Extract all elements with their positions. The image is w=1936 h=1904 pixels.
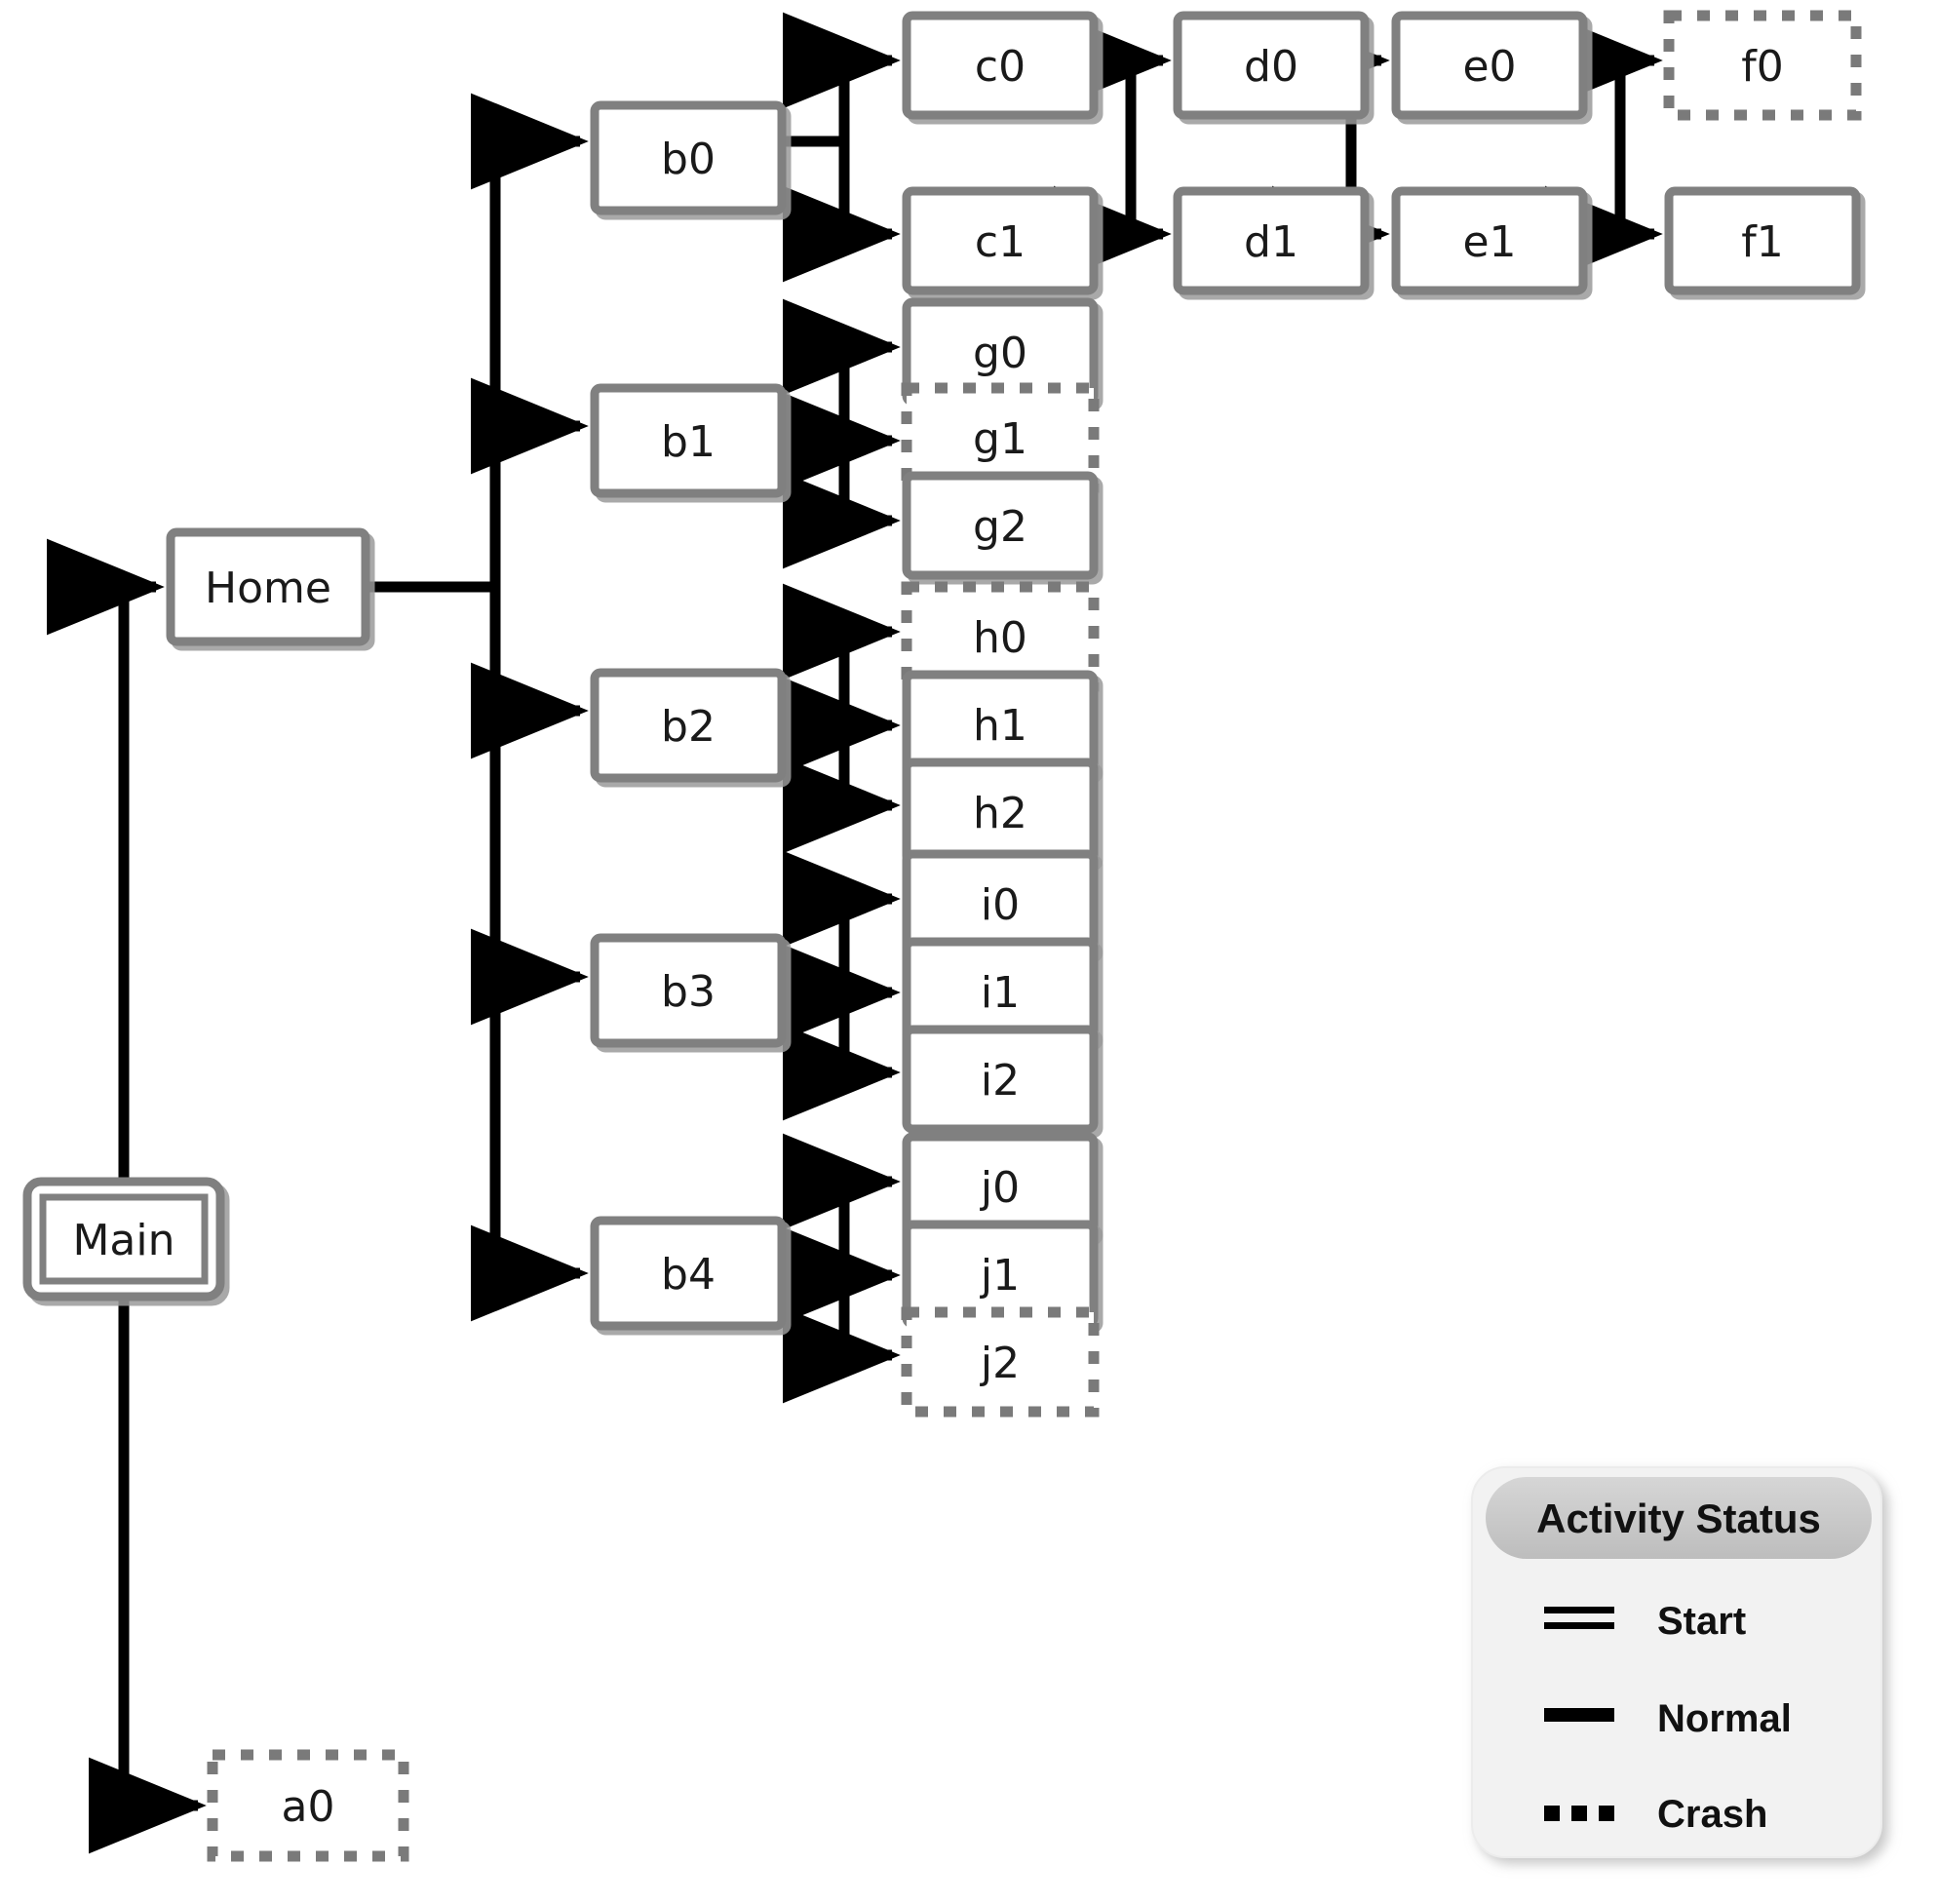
node-layer: Main a0 Home b0 b1 b2 b3 b4 c0 c1 d0 d1 e0 e1 f0 f1 g0 g1… [22, 10, 1862, 1862]
node-label: a0 [282, 1782, 335, 1832]
legend-header-pill [1486, 1477, 1872, 1559]
legend-glyph-crash [1544, 1806, 1614, 1821]
node-h2[interactable]: h2 [902, 758, 1099, 867]
node-label: j0 [980, 1163, 1020, 1213]
node-label: d0 [1244, 42, 1298, 92]
node-label: e1 [1462, 217, 1516, 267]
node-g0[interactable]: g0 [902, 297, 1099, 407]
node-b1[interactable]: b1 [590, 383, 787, 498]
node-label: f1 [1741, 217, 1783, 267]
node-label: Home [205, 563, 331, 613]
node-c0[interactable]: c0 [902, 11, 1099, 120]
node-label: i1 [981, 968, 1020, 1018]
node-label: h2 [973, 789, 1027, 838]
node-shape [902, 1025, 1099, 1134]
node-shape [1391, 186, 1588, 295]
node-e0[interactable]: e0 [1391, 11, 1588, 120]
edge-main-home [46, 538, 165, 1182]
node-h1[interactable]: h1 [902, 670, 1099, 779]
node-label: c1 [975, 217, 1026, 267]
node-shape-inner [39, 1193, 209, 1285]
node-shape [590, 100, 787, 215]
node-label: j2 [980, 1339, 1020, 1388]
node-d1[interactable]: d1 [1173, 186, 1370, 295]
node-label: i2 [981, 1056, 1020, 1106]
node-shape [1173, 11, 1370, 120]
node-label: b0 [661, 135, 716, 184]
legend-label-normal: Normal [1657, 1697, 1792, 1740]
node-h0[interactable]: h0 [901, 581, 1100, 692]
node-shape [1173, 186, 1370, 295]
node-label: g0 [973, 329, 1027, 378]
node-i2[interactable]: i2 [902, 1025, 1099, 1134]
node-c1[interactable]: c1 [902, 186, 1099, 295]
node-shape-crash [207, 1749, 409, 1862]
node-label: c0 [975, 42, 1026, 92]
node-shape [590, 1216, 787, 1331]
node-label: b3 [661, 967, 716, 1017]
node-shape [590, 668, 787, 783]
node-label: b4 [661, 1250, 716, 1300]
node-label: f0 [1741, 42, 1783, 92]
edge-layer [46, 12, 1663, 1854]
node-shape [166, 527, 370, 646]
node-label: g2 [973, 502, 1027, 552]
node-main[interactable]: Main [22, 1177, 225, 1302]
edge-main-a0 [88, 1297, 207, 1854]
node-b3[interactable]: b3 [590, 933, 787, 1048]
node-g2[interactable]: g2 [902, 471, 1099, 580]
node-label: i0 [981, 880, 1020, 930]
node-home[interactable]: Home [166, 527, 370, 646]
node-label: b2 [661, 702, 716, 752]
node-shape-crash [901, 581, 1100, 692]
legend-panel: Activity Status Start Normal Crash [1471, 1466, 1882, 1858]
node-shape [590, 383, 787, 498]
node-shape [902, 471, 1099, 580]
node-shape [590, 933, 787, 1048]
node-shape-crash [901, 1306, 1100, 1418]
node-shape [902, 186, 1099, 295]
legend-label-crash: Crash [1657, 1793, 1767, 1836]
legend-glyph-normal [1544, 1708, 1614, 1722]
node-shape [1664, 186, 1861, 295]
node-label: d1 [1244, 217, 1298, 267]
node-e1[interactable]: e1 [1391, 186, 1588, 295]
node-b2[interactable]: b2 [590, 668, 787, 783]
node-b0[interactable]: b0 [590, 100, 787, 215]
node-label: j1 [980, 1251, 1020, 1301]
node-b4[interactable]: b4 [590, 1216, 787, 1331]
legend-label-start: Start [1657, 1600, 1746, 1643]
node-label: h1 [973, 701, 1027, 751]
node-f1[interactable]: f1 [1664, 186, 1861, 295]
node-shape [1391, 11, 1588, 120]
node-f0[interactable]: f0 [1663, 10, 1862, 121]
node-j2[interactable]: j2 [901, 1306, 1100, 1418]
node-label: g1 [973, 414, 1027, 464]
node-a0[interactable]: a0 [207, 1749, 409, 1862]
node-shape [902, 11, 1099, 120]
node-shape-crash [1663, 10, 1862, 121]
node-label: b1 [661, 417, 716, 467]
node-label: h0 [973, 613, 1027, 663]
legend-glyph-start [1544, 1607, 1614, 1629]
node-label: Main [72, 1216, 174, 1265]
node-d0[interactable]: d0 [1173, 11, 1370, 120]
legend-title: Activity Status [1536, 1496, 1821, 1541]
node-label: e0 [1462, 42, 1516, 92]
